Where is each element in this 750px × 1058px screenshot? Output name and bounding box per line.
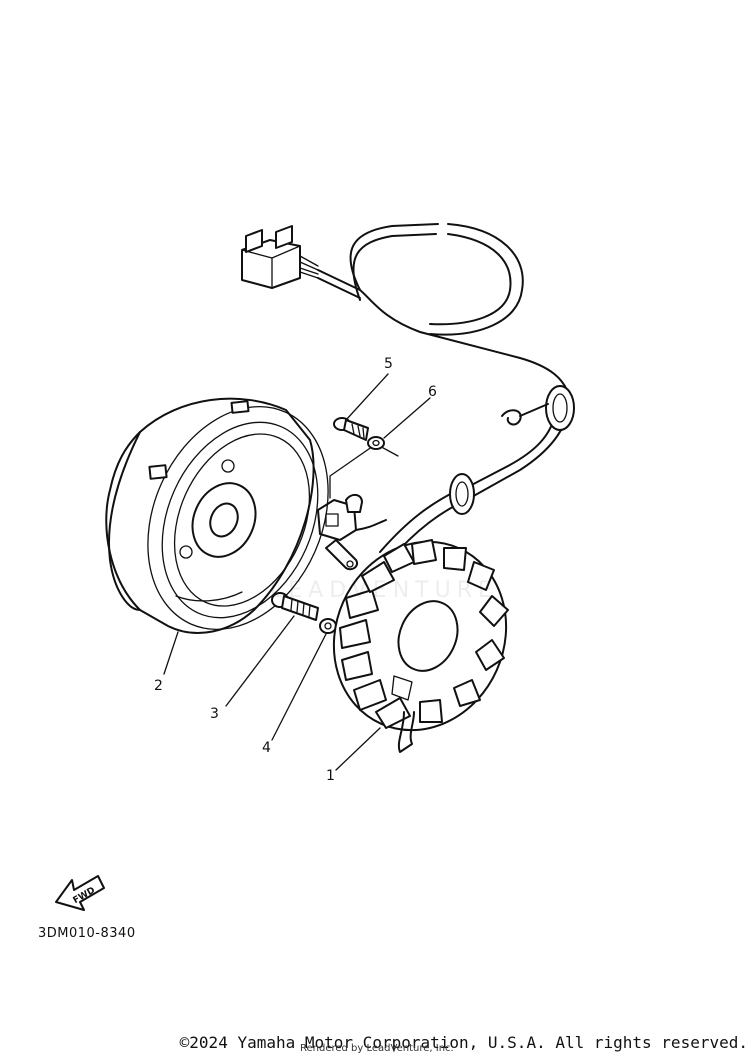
copyright-notice: ©2024 Yamaha Motor Corporation, U.S.A. A… bbox=[179, 1033, 748, 1052]
wire-harness bbox=[317, 223, 575, 561]
bolt-3 bbox=[271, 592, 319, 621]
stator-assembly bbox=[332, 539, 509, 753]
watermark: LEADVENTURE bbox=[270, 578, 498, 603]
flywheel-rotor bbox=[105, 397, 329, 634]
washer-4 bbox=[319, 618, 337, 634]
callout-3: 3 bbox=[210, 706, 219, 722]
harness-connector bbox=[241, 225, 319, 289]
callout-4: 4 bbox=[262, 740, 271, 756]
callout-1: 1 bbox=[326, 768, 335, 784]
callout-6: 6 bbox=[428, 384, 437, 400]
pickup-coil bbox=[317, 443, 399, 571]
bolt-5 bbox=[333, 417, 369, 441]
washer-6 bbox=[367, 436, 385, 450]
rendered-by-notice: Rendered by LeadVenture, Inc. bbox=[300, 1043, 454, 1054]
callout-2: 2 bbox=[154, 678, 163, 694]
leader-lines bbox=[163, 373, 431, 771]
diagram-code: 3DM010-8340 bbox=[38, 926, 136, 941]
callout-5: 5 bbox=[384, 356, 393, 372]
fwd-arrow-icon: FWD bbox=[55, 875, 105, 911]
